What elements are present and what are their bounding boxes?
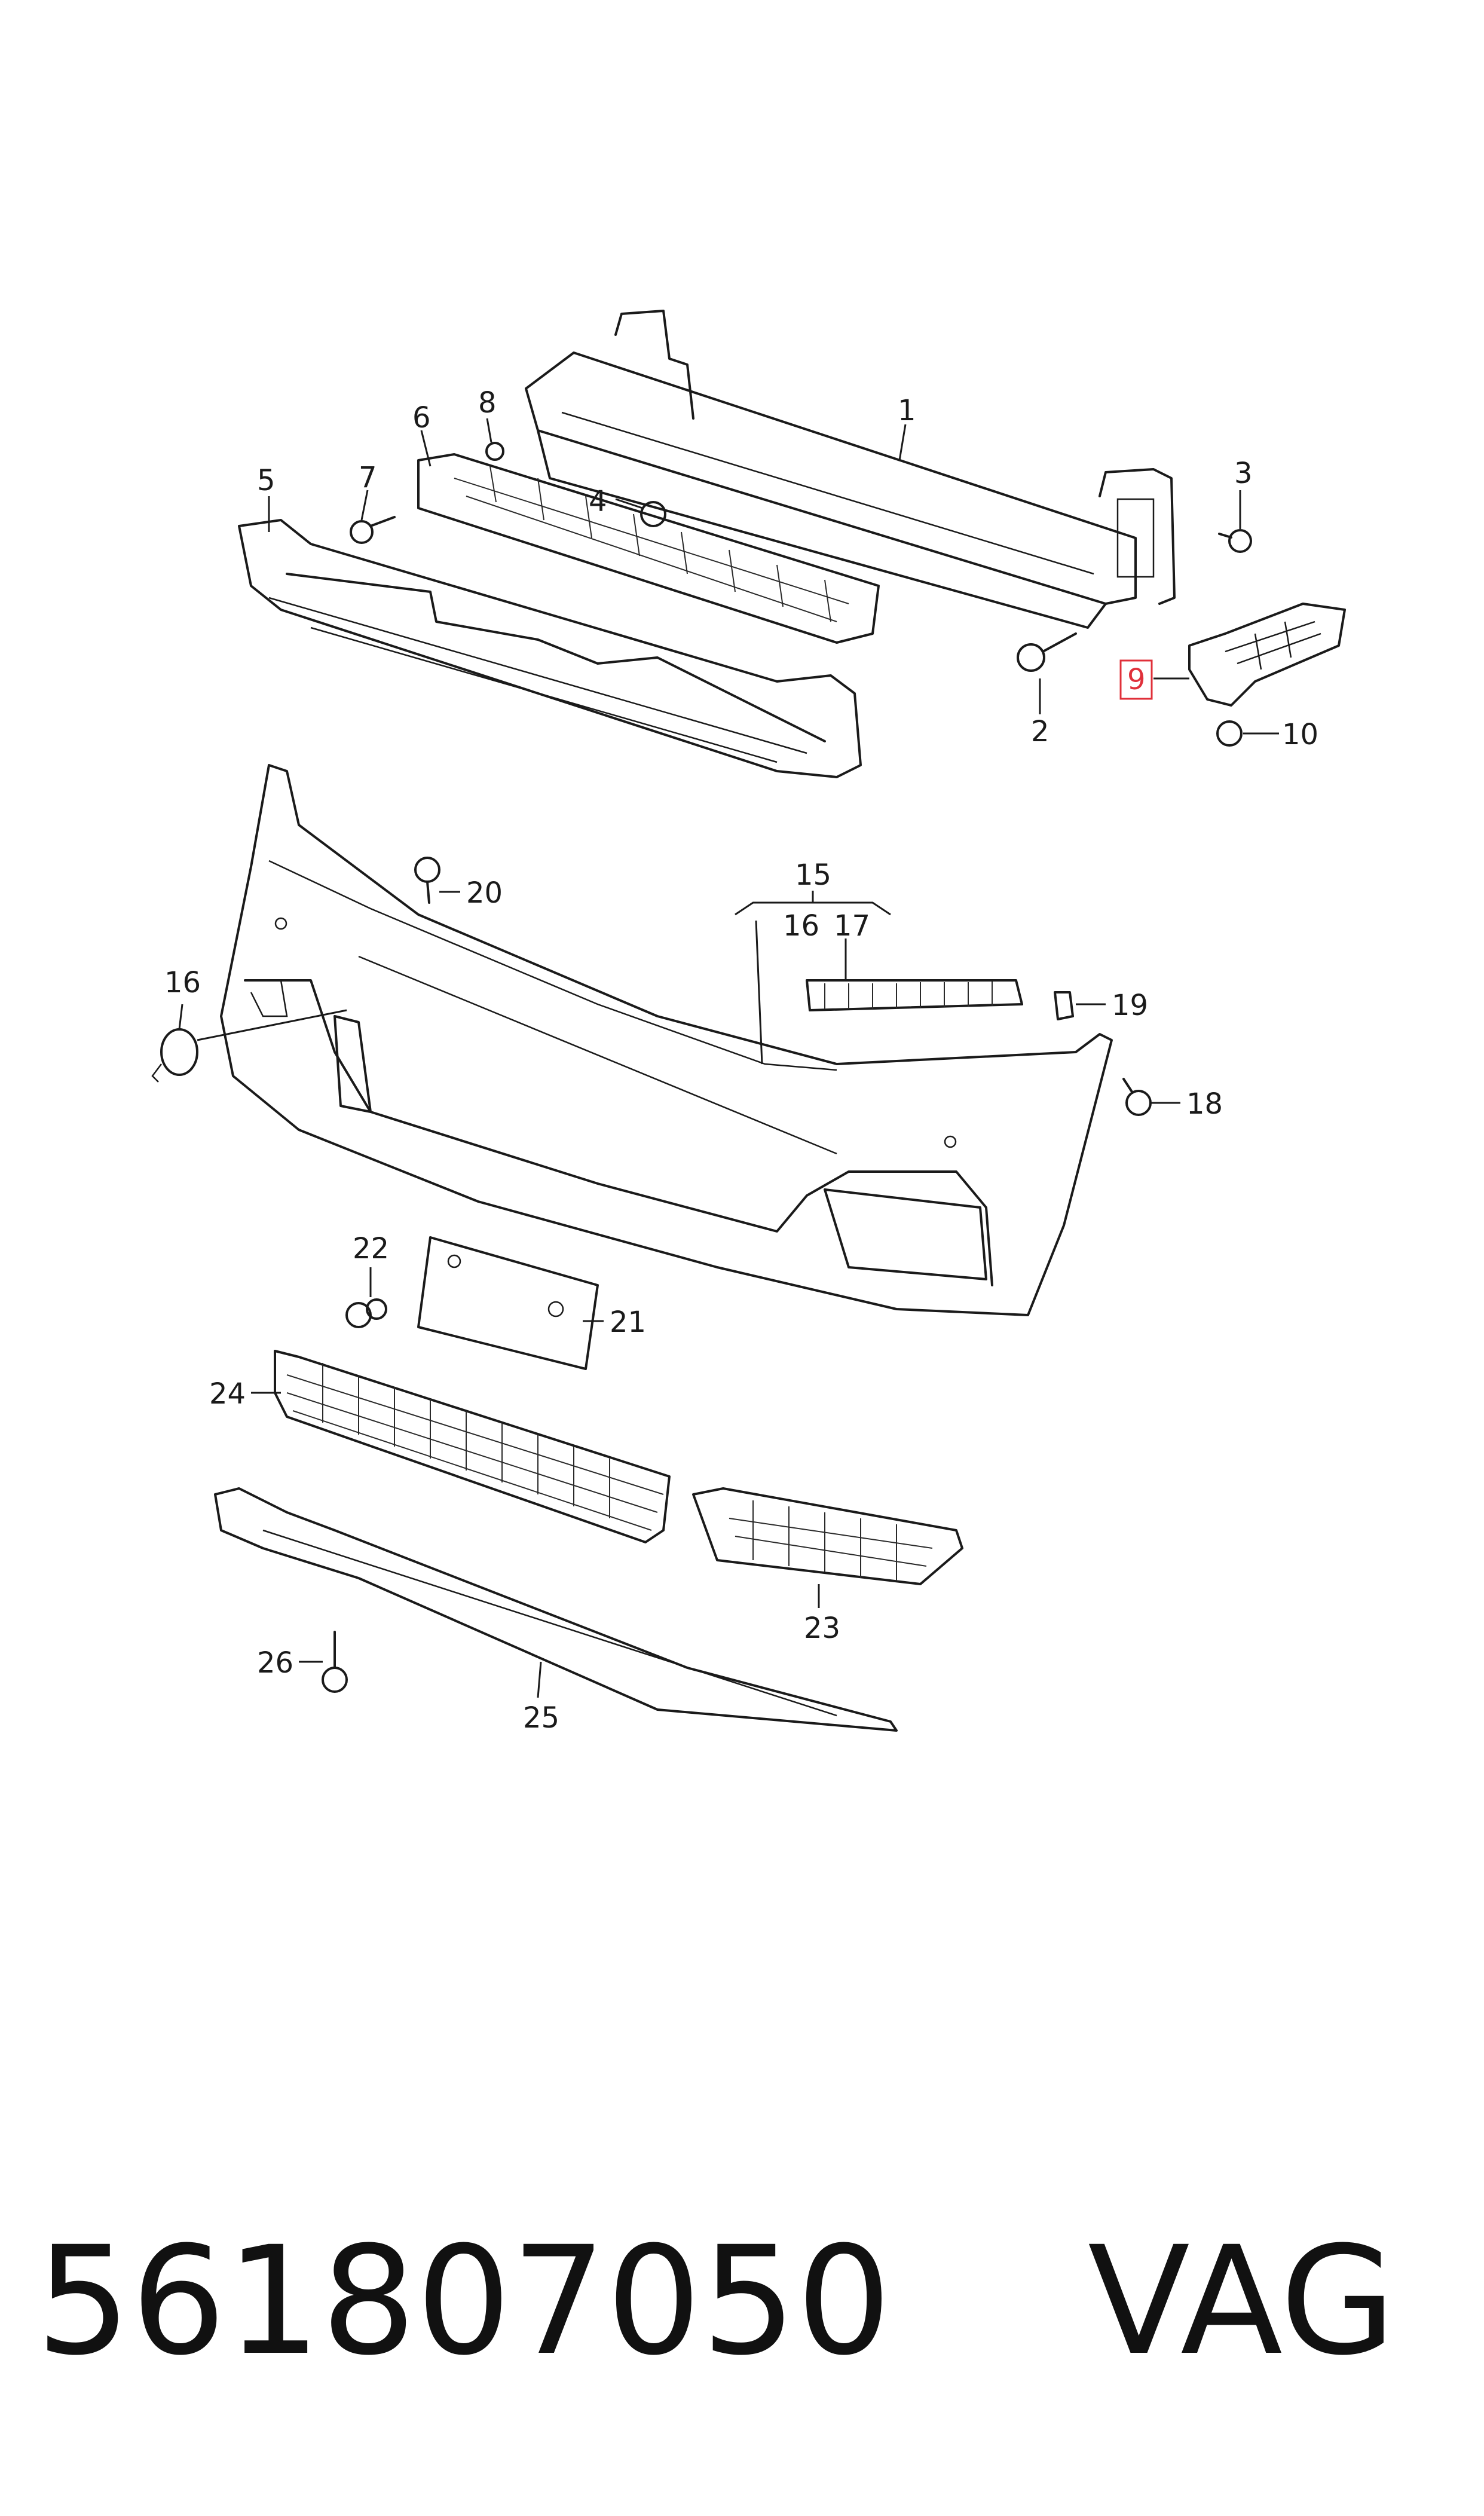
callout-7: 7 [359, 461, 377, 494]
part-1-reinforcement-beam [525, 310, 1176, 629]
part-5-energy-absorber [238, 519, 862, 778]
callout-9: 9 [1127, 663, 1146, 696]
callout-5: 5 [257, 464, 276, 497]
callout-2: 2 [1031, 715, 1049, 748]
callout-4: 4 [589, 485, 607, 518]
callout-17: 17 [834, 909, 870, 943]
callout-21: 21 [610, 1306, 646, 1339]
callout-6: 6 [412, 401, 431, 435]
callout-1: 1 [898, 394, 916, 427]
callout-18: 18 [1186, 1087, 1223, 1121]
callout-23: 23 [804, 1612, 840, 1645]
fasteners [322, 442, 1252, 1693]
part-24-lower-grille [274, 1350, 671, 1543]
callout-labels: 1 2 3 4 5 6 7 8 9 10 11 15 16 17 16 19 1… [164, 386, 1318, 1735]
part-17-trim-strip [806, 979, 1023, 1011]
part-11-bumper-cover [220, 764, 1113, 1316]
callout-10: 10 [1282, 718, 1318, 751]
callout-9-highlight-box [1119, 659, 1153, 700]
part-25-spoiler-lip [214, 1487, 898, 1732]
callout-3: 3 [1234, 457, 1253, 490]
callout-16-left: 16 [164, 966, 201, 999]
callout-8: 8 [478, 386, 497, 420]
part-number: 561807050 [36, 2214, 892, 2388]
brand-name: VAG [1088, 2214, 1396, 2388]
callout-15: 15 [795, 858, 831, 892]
callout-20: 20 [466, 876, 503, 910]
part-9-side-bracket [1188, 603, 1346, 707]
exploded-parts-diagram: 1 2 3 4 5 6 7 8 9 10 11 15 16 17 16 19 1… [151, 310, 1346, 1735]
part-23-fog-grille [692, 1487, 963, 1585]
callout-16-right: 16 [783, 909, 819, 943]
part-16-tow-eye-cap [151, 1028, 198, 1083]
callout-25: 25 [523, 1701, 559, 1735]
callout-24: 24 [209, 1377, 246, 1411]
part-21-license-plate-bracket [417, 1236, 599, 1370]
callout-26: 26 [257, 1646, 293, 1680]
leader-lines [178, 418, 1279, 1698]
callout-22: 22 [353, 1232, 389, 1265]
part-6-grille-bracket [417, 453, 880, 644]
callout-19: 19 [1112, 989, 1148, 1022]
